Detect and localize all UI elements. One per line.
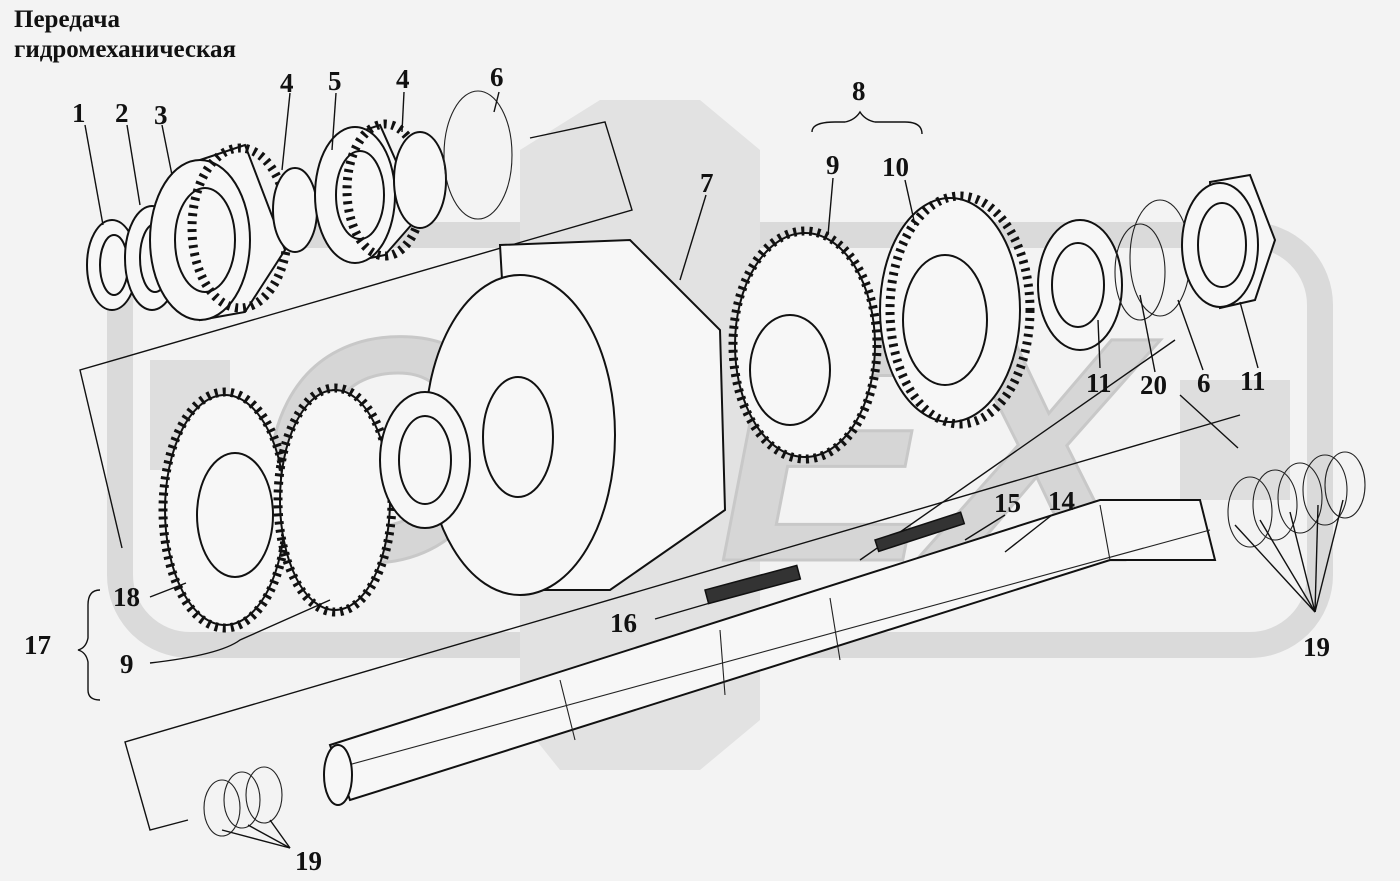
callout-7: 7 (700, 168, 714, 198)
callout-16: 16 (610, 608, 637, 638)
diagram-title-line-2: гидромеханическая (14, 36, 237, 63)
part-19-rings-left (203, 766, 283, 837)
frame-corner (1179, 394, 1239, 449)
part-19-rings-right (1227, 451, 1366, 548)
part-9-gear-upper (728, 226, 882, 464)
part-20-ring (1114, 223, 1166, 321)
part-6-snap-ring (443, 90, 513, 220)
part-10-gear (879, 191, 1035, 429)
callout-15: 15 (994, 488, 1021, 518)
callout-5: 5 (328, 66, 342, 96)
callout-8: 8 (852, 76, 866, 106)
callout-9-lower: 9 (120, 649, 134, 679)
frame-bottom (124, 414, 1241, 831)
part-11-bearing-second (1181, 173, 1277, 310)
frame-right (859, 339, 1176, 561)
callout-9-upper: 9 (826, 150, 840, 180)
part-15-key (874, 511, 966, 553)
callout-20: 20 (1140, 370, 1167, 400)
main-shaft (323, 499, 1217, 806)
callout-6-first: 6 (490, 62, 504, 92)
callout-2: 2 (115, 98, 129, 128)
leader-lines (77, 91, 1344, 849)
callout-11-first: 11 (1086, 368, 1112, 398)
callout-18: 18 (113, 582, 140, 612)
part-4-spacer-ring (272, 167, 318, 253)
part-6-snap-ring-second (1129, 199, 1191, 317)
callout-10: 10 (882, 152, 909, 182)
diagram-title-line-1: Передача (14, 6, 120, 33)
part-7-drum (424, 238, 727, 596)
part-11-bearing (1037, 219, 1123, 351)
callout-4-second: 4 (396, 64, 410, 94)
part-3-bearing (149, 143, 293, 322)
callout-11-second: 11 (1240, 366, 1266, 396)
callout-1: 1 (72, 98, 86, 128)
part-16-key (704, 564, 802, 605)
callout-19-right: 19 (1303, 632, 1330, 662)
callout-17: 17 (24, 630, 51, 660)
callout-3: 3 (154, 100, 168, 130)
callout-6-second: 6 (1197, 368, 1211, 398)
callout-14: 14 (1048, 486, 1075, 516)
part-9-gear-lower (273, 383, 397, 617)
frame-top (79, 121, 633, 549)
part-4-spacer-ring-second (393, 131, 447, 229)
lower-bearing (379, 391, 471, 529)
part-18-gear (158, 387, 292, 633)
callout-4-first: 4 (280, 68, 294, 98)
callout-19-left: 19 (295, 846, 322, 876)
